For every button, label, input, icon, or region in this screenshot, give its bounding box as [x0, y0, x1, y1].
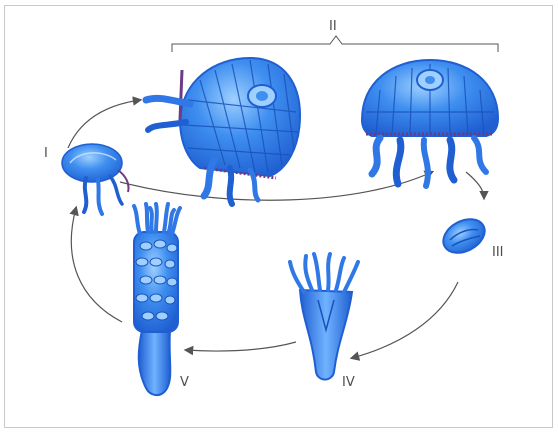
stage-2-label: II — [329, 19, 337, 34]
stage-4-label: IV — [342, 375, 355, 390]
stage-5-label: V — [180, 375, 189, 390]
arrow-2-to-3 — [466, 172, 484, 198]
stage-5-strobila — [134, 204, 180, 395]
stage-1-label: I — [44, 146, 48, 161]
stage-2-bracket — [172, 36, 498, 52]
arrow-1-to-2a — [68, 100, 140, 148]
stage-2-medusa-left — [146, 58, 300, 204]
arrow-1-to-2b — [120, 172, 432, 200]
arrow-5-to-1 — [71, 208, 122, 322]
stage-2-medusa-right — [362, 60, 498, 186]
stage-4-polyp — [290, 254, 358, 380]
arrow-3-to-4 — [352, 282, 458, 358]
stage-3-label: III — [492, 245, 504, 260]
arrow-4-to-5 — [186, 342, 296, 351]
stage-1-young-medusa — [62, 144, 129, 214]
stage-3-planula — [438, 212, 491, 259]
